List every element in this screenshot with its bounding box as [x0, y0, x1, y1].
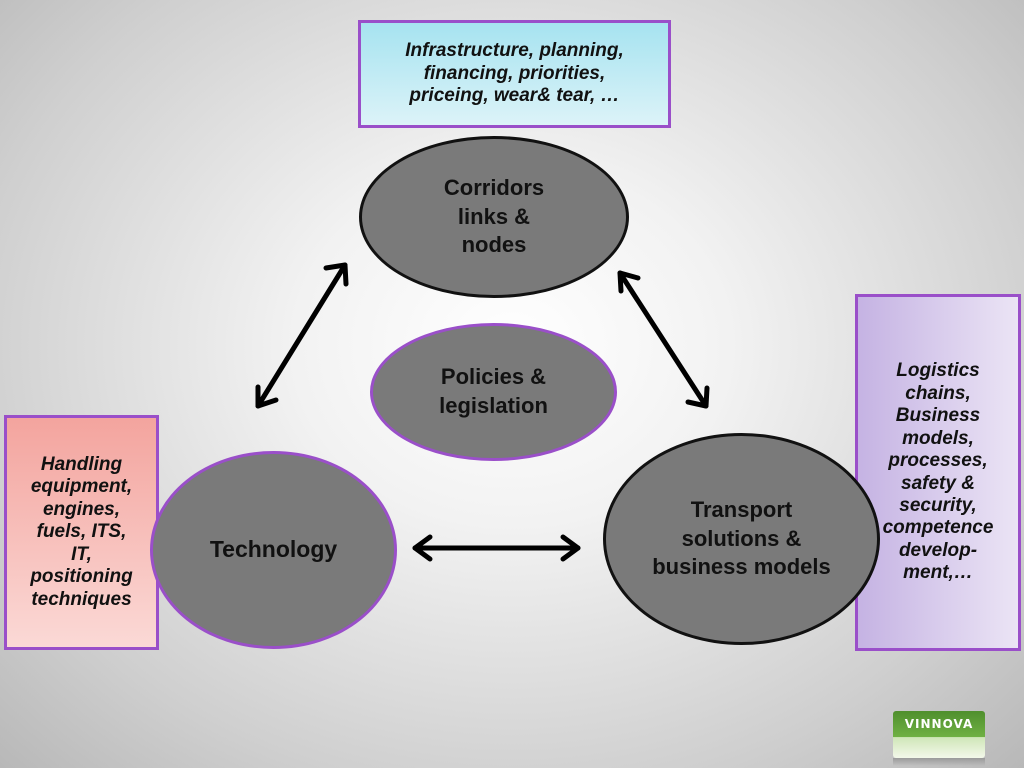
handling-line: engines, — [42, 498, 121, 520]
handling-box: Handling equipment, engines, fuels, ITS,… — [4, 415, 159, 650]
infrastructure-line: financing, priorities, — [423, 62, 606, 84]
policies-line: Policies & — [440, 364, 547, 390]
vinnova-logo: VINNOVA — [893, 711, 985, 758]
infrastructure-box: Infrastructure, planning, financing, pri… — [358, 20, 671, 128]
corridors-line: Corridors — [443, 175, 545, 201]
handling-line: techniques — [31, 588, 132, 610]
technology-line: Technology — [209, 536, 338, 563]
logistics-line: processes, — [888, 450, 988, 472]
policies-node: Policies & legislation — [370, 323, 617, 461]
corridors-line: nodes — [461, 232, 527, 258]
handling-line: IT, — [71, 543, 92, 565]
handling-line: equipment, — [30, 476, 133, 498]
transport-line: Transport — [690, 497, 793, 523]
policies-line: legislation — [439, 393, 548, 418]
infrastructure-line: Infrastructure, planning, — [405, 40, 624, 62]
logistics-line: ment,… — [903, 562, 973, 584]
arrow-corridors-transport — [617, 270, 710, 409]
logistics-line: chains, — [905, 382, 971, 404]
arrow-technology-corridors — [255, 262, 349, 409]
arrow-technology-transport — [412, 534, 581, 562]
vinnova-logo-text: VINNOVA — [904, 717, 974, 731]
handling-line: fuels, ITS, — [36, 521, 127, 543]
logistics-line: develop- — [898, 539, 978, 561]
transport-line: solutions & — [681, 525, 802, 551]
logistics-box: Logistics chains, Business models, proce… — [855, 294, 1021, 651]
logistics-line: Logistics — [896, 360, 980, 382]
logistics-line: competence — [882, 517, 994, 539]
logistics-line: models, — [902, 427, 974, 449]
handling-line: positioning — [30, 566, 133, 588]
logistics-line: security, — [899, 494, 977, 516]
corridors-node: Corridors links & nodes — [359, 136, 629, 298]
handling-line: Handling — [40, 454, 123, 476]
corridors-line: links & — [457, 203, 531, 229]
transport-line: business models — [652, 554, 831, 580]
transport-node: Transport solutions & business models — [603, 433, 880, 645]
logo-shadow — [893, 758, 985, 766]
infrastructure-line: priceing, wear& tear, … — [409, 85, 620, 107]
logistics-line: Business — [895, 405, 981, 427]
technology-node: Technology — [150, 451, 397, 649]
logistics-line: safety & — [901, 472, 975, 494]
